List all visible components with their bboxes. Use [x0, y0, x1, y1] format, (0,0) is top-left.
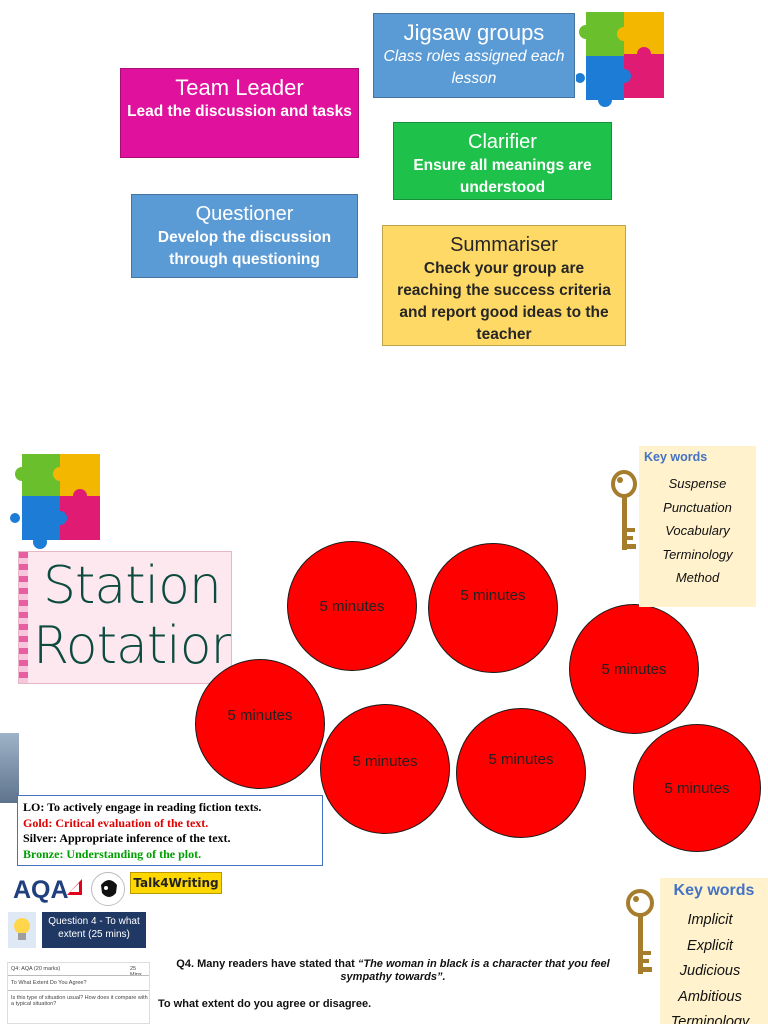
keyword-item: Implicit — [687, 912, 733, 928]
summariser-box: Summariser Check your group are reaching… — [382, 225, 626, 346]
team-leader-title: Team Leader — [175, 75, 304, 100]
lo-gold: Gold: Critical evaluation of the text. — [23, 815, 209, 830]
aqa-logo: AQA — [13, 876, 69, 904]
worksheet-subheader: To What Extent Do You Agree? — [11, 980, 87, 986]
timer-circle: 5 minutes — [287, 541, 417, 671]
keyword-item: Punctuation — [663, 499, 732, 515]
key-icon — [611, 470, 637, 550]
question-quote: “The woman in black is a character that … — [340, 958, 610, 983]
puzzle-icon — [576, 12, 664, 107]
summariser-title: Summariser — [450, 234, 558, 256]
lightbulb-icon — [8, 912, 36, 948]
key-words-title: Key words — [673, 882, 755, 899]
jigsaw-groups-box: Jigsaw groups Class roles assigned each … — [373, 13, 575, 98]
jigsaw-desc: Class roles assigned each lesson — [383, 48, 565, 87]
keyword-item: Vocabulary — [665, 523, 730, 538]
timer-circle: 5 minutes — [428, 543, 558, 673]
worksheet-bullet: Is this type of situation usual? How doe… — [11, 995, 148, 1007]
timer-circle: 5 minutes — [569, 604, 699, 734]
question-4-text: Q4. Many readers have stated that “The w… — [158, 958, 628, 984]
questioner-desc: Develop the discussion through questioni… — [157, 229, 332, 268]
station-line-2: Rotations — [33, 616, 231, 676]
team-leader-box: Team Leader Lead the discussion and task… — [120, 68, 359, 158]
key-words-title: Key words — [644, 450, 708, 464]
puzzle-icon-left — [10, 454, 100, 549]
lo-silver: Silver: Appropriate inference of the tex… — [23, 831, 231, 845]
key-words-panel: Key words Suspense Punctuation Vocabular… — [639, 446, 756, 607]
keyword-item: Terminology — [662, 546, 733, 562]
aqa-logo-mark — [67, 879, 82, 895]
key-words-panel-bottom: Key words Implicit Explicit Judicious Am… — [660, 878, 768, 1024]
keyword-item: Judicious — [679, 963, 741, 979]
keyword-item: Terminology — [670, 1014, 750, 1024]
keyword-item: Explicit — [687, 937, 733, 954]
building-image — [0, 733, 19, 803]
clarifier-desc: Ensure all meanings are understood — [413, 157, 592, 196]
summariser-desc: Check your group are reaching the succes… — [397, 260, 611, 343]
timer-circle: 5 minutes — [456, 708, 586, 838]
worksheet-thumbnail: Q4: AQA (20 marks) 25 Mins To What Exten… — [7, 962, 150, 1024]
station-rotations-sign: Station Rotations — [18, 551, 232, 684]
keyword-item: Suspense — [668, 476, 727, 491]
sign-border-stripe — [19, 552, 28, 683]
agree-disagree-text: To what extent do you agree or disagree. — [158, 998, 372, 1010]
clarifier-box: Clarifier Ensure all meanings are unders… — [393, 122, 612, 200]
timer-circle: 5 minutes — [195, 659, 325, 789]
worksheet-divider — [8, 990, 149, 991]
key-words-list: Suspense Punctuation Vocabulary Terminol… — [639, 472, 756, 590]
question-4-label: Question 4 - To what extent (25 mins) — [42, 912, 146, 948]
timer-circle: 5 minutes — [320, 704, 450, 834]
worksheet-mins: 25 Mins — [130, 966, 142, 978]
lo-bronze: Bronze: Understanding of the plot. — [23, 846, 202, 861]
key-words-list: Implicit Explicit Judicious Ambitious Te… — [660, 908, 760, 1024]
questioner-box: Questioner Develop the discussion throug… — [131, 194, 358, 278]
questioner-title: Questioner — [195, 203, 294, 225]
talk4writing-face-icon — [91, 872, 125, 906]
keyword-item: Ambitious — [678, 988, 742, 1005]
learning-objectives-box: LO: To actively engage in reading fictio… — [17, 795, 323, 866]
worksheet-header: Q4: AQA (20 marks) — [11, 966, 61, 972]
station-line-1: Station — [43, 556, 222, 616]
clarifier-title: Clarifier — [468, 131, 537, 153]
talk4writing-logo: Talk4Writing — [130, 872, 222, 894]
jigsaw-title: Jigsaw groups — [403, 20, 545, 45]
keyword-item: Method — [675, 570, 720, 585]
question-prefix: Q4. Many readers have stated that — [176, 958, 358, 970]
timer-circle: 5 minutes — [633, 724, 761, 852]
worksheet-divider — [8, 975, 149, 976]
lo-objective: LO: To actively engage in reading fictio… — [23, 800, 262, 814]
key-icon — [626, 889, 654, 974]
team-leader-desc: Lead the discussion and tasks — [127, 103, 352, 120]
